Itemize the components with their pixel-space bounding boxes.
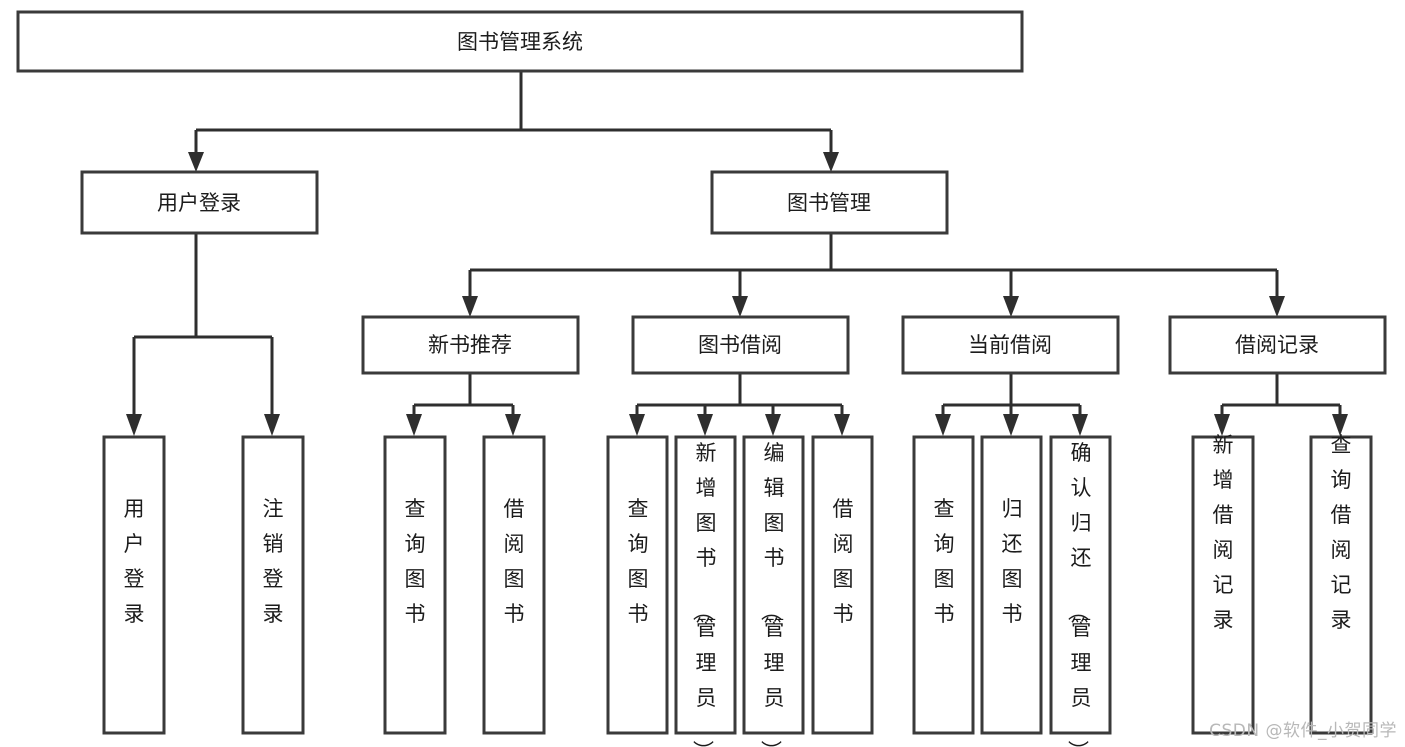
arrow-new-book-child0 — [406, 414, 422, 436]
leaf-record-query-label: 查询借阅记录 — [1331, 433, 1352, 632]
leaf-borrow-query-box[interactable] — [606, 435, 669, 735]
arrow-borrow-record-child1 — [1332, 414, 1348, 436]
leaf-current-query-label: 查询图书 — [934, 497, 955, 626]
node-borrow-record-box[interactable] — [1168, 315, 1387, 375]
node-root[interactable]: 图书管理系统 — [16, 10, 1024, 73]
leaf-node[interactable]: 编辑图书（管理员） — [742, 435, 805, 747]
arrow-new-book-child1 — [505, 414, 521, 436]
arrow-current-borrow-child0 — [935, 414, 951, 436]
node-root-box[interactable] — [16, 10, 1024, 73]
arrow-user-login-child1 — [264, 414, 280, 436]
leaf-node[interactable]: 注销登录 — [241, 435, 305, 735]
leaf-logout-label: 注销登录 — [263, 497, 284, 626]
leaf-node[interactable]: 查询借阅记录 — [1309, 433, 1373, 735]
connector-layer — [126, 71, 1348, 436]
leaf-newbook-query-box[interactable] — [383, 435, 447, 735]
node-book-manage-label: 图书管理 — [787, 191, 871, 215]
leaf-node[interactable]: 借阅图书 — [482, 435, 546, 735]
node-book-manage[interactable]: 图书管理 — [710, 170, 949, 235]
node-borrow-record[interactable]: 借阅记录 — [1168, 315, 1387, 375]
node-new-book-recommend-box[interactable] — [361, 315, 580, 375]
leaf-borrow-query-label: 查询图书 — [628, 497, 649, 626]
arrow-to-book-borrow — [732, 296, 748, 317]
leaf-borrow-add-label: 新增图书（管理员） — [691, 441, 717, 747]
leaf-borrow-borrow-box[interactable] — [811, 435, 874, 735]
leaf-newbook-query-label: 查询图书 — [405, 497, 426, 626]
arrow-to-user-login — [188, 152, 204, 172]
node-book-borrow-label: 图书借阅 — [698, 333, 782, 357]
node-borrow-record-label: 借阅记录 — [1235, 333, 1319, 357]
leaf-newbook-borrow-box[interactable] — [482, 435, 546, 735]
node-current-borrow-label: 当前借阅 — [968, 333, 1052, 357]
leaf-node[interactable]: 借阅图书 — [811, 435, 874, 735]
node-current-borrow-box[interactable] — [901, 315, 1120, 375]
arrow-to-current-borrow — [1003, 296, 1019, 317]
arrow-to-book-manage — [823, 152, 839, 172]
leaf-record-query-box[interactable] — [1309, 435, 1373, 735]
leaf-node[interactable]: 查询图书 — [606, 435, 669, 735]
arrow-book-borrow-child1 — [697, 414, 713, 436]
node-new-book-recommend[interactable]: 新书推荐 — [361, 315, 580, 375]
arrow-to-borrow-record — [1269, 296, 1285, 317]
leaf-record-add-label: 新增借阅记录 — [1213, 433, 1234, 632]
leaf-borrow-edit-label: 编辑图书（管理员） — [759, 441, 785, 747]
leaf-newbook-borrow-label: 借阅图书 — [504, 497, 525, 626]
node-root-label: 图书管理系统 — [457, 30, 583, 54]
leaf-borrow-edit-box[interactable] — [742, 435, 805, 735]
leaf-current-return-box[interactable] — [980, 435, 1043, 735]
leaf-current-confirm-label: 确认归还（管理员） — [1066, 441, 1092, 747]
leaf-logout-box[interactable] — [241, 435, 305, 735]
arrow-book-borrow-child2 — [765, 414, 781, 436]
node-book-borrow-box[interactable] — [631, 315, 850, 375]
arrow-to-new-book — [462, 296, 478, 317]
leaf-current-confirm-box[interactable] — [1049, 435, 1112, 735]
leaf-record-add-box[interactable] — [1191, 435, 1255, 735]
leaf-current-return-label: 归还图书 — [1002, 497, 1023, 626]
node-user-login-box[interactable] — [80, 170, 319, 235]
arrow-book-borrow-child0 — [629, 414, 645, 436]
node-book-manage-box[interactable] — [710, 170, 949, 235]
leaf-node[interactable]: 用户登录 — [102, 435, 166, 735]
leaf-borrow-add-box[interactable] — [674, 435, 737, 735]
leaf-user-login-label: 用户登录 — [124, 497, 145, 626]
leaf-node[interactable]: 归还图书 — [980, 435, 1043, 735]
leaf-node[interactable]: 新增借阅记录 — [1191, 433, 1255, 735]
arrow-current-borrow-child1 — [1003, 414, 1019, 436]
node-user-login-label: 用户登录 — [157, 191, 241, 215]
leaf-node[interactable]: 新增图书（管理员） — [674, 435, 737, 747]
arrow-borrow-record-child0 — [1214, 414, 1230, 436]
leaf-node[interactable]: 查询图书 — [383, 435, 447, 735]
leaf-node[interactable]: 确认归还（管理员） — [1049, 435, 1112, 747]
node-new-book-recommend-label: 新书推荐 — [428, 333, 512, 357]
arrow-user-login-child0 — [126, 414, 142, 436]
leaf-current-query-box[interactable] — [912, 435, 975, 735]
leaf-node[interactable]: 查询图书 — [912, 435, 975, 735]
node-user-login[interactable]: 用户登录 — [80, 170, 319, 235]
node-current-borrow[interactable]: 当前借阅 — [901, 315, 1120, 375]
leaf-borrow-borrow-label: 借阅图书 — [833, 497, 854, 626]
arrow-current-borrow-child2 — [1072, 414, 1088, 436]
arrow-book-borrow-child3 — [834, 414, 850, 436]
node-book-borrow[interactable]: 图书借阅 — [631, 315, 850, 375]
leaf-user-login-box[interactable] — [102, 435, 166, 735]
